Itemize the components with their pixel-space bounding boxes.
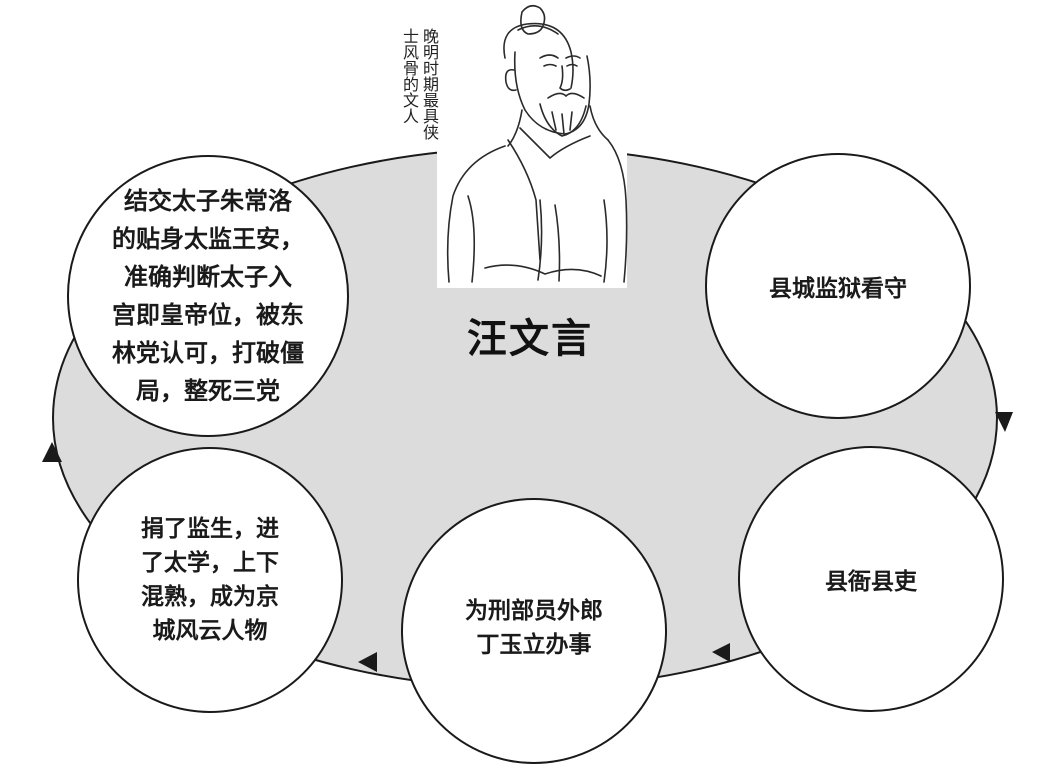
stage-4-line-4: 城风云人物 <box>152 617 268 644</box>
stage-text-3: 为刑部员外郎 丁玉立办事 <box>404 498 664 758</box>
stage-4-line-1: 捐了监生，进 <box>141 515 279 542</box>
stage-1-line-1: 县城监狱看守 <box>769 275 907 302</box>
stage-text-5: 结交太子朱常洛 的贴身太监王安， 准确判断太子入 宫即皇帝位，被东 林党认可，打… <box>68 166 348 426</box>
stage-5-line-3: 准确判断太子入 <box>124 262 292 291</box>
stage-circle-2 <box>738 446 1004 712</box>
stage-text-4: 捐了监生，进 了太学，上下 混熟，成为京 城风云人物 <box>80 450 340 710</box>
stage-3-line-2: 丁玉立办事 <box>476 631 592 658</box>
stage-circle-1 <box>705 153 971 419</box>
stage-5-line-1: 结交太子朱常洛 <box>124 186 292 215</box>
stage-4-line-3: 混熟，成为京 <box>141 583 279 610</box>
stage-circle-3 <box>401 498 667 764</box>
stage-3-line-1: 为刑部员外郎 <box>465 597 603 624</box>
stage-text-2: 县衙县吏 <box>741 449 1001 709</box>
stage-text-1: 县城监狱看守 <box>708 156 968 416</box>
stage-5-line-2: 的贴身太监王安， <box>112 224 304 253</box>
arrow-left-up <box>42 442 62 462</box>
arrow-right-down <box>995 412 1013 432</box>
portrait-caption: 晚明时期最具侠 士风骨的文人 <box>400 28 439 168</box>
stage-4-line-2: 了太学，上下 <box>141 549 279 576</box>
stage-5-line-6: 局，整死三党 <box>136 376 280 405</box>
stage-2-line-1: 县衙县吏 <box>825 568 917 595</box>
stage-circle-4 <box>77 447 343 713</box>
caption-line-2: 士风骨的文人 <box>400 28 419 124</box>
diagram-title: 汪文言 <box>467 315 593 362</box>
stage-5-line-5: 林党认可，打破僵 <box>112 338 304 367</box>
stage-circle-5 <box>67 155 349 437</box>
arrow-bottom-left-2 <box>358 652 377 672</box>
stage-5-line-4: 宫即皇帝位，被东 <box>112 300 304 329</box>
arrow-bottom-left-1 <box>712 643 730 662</box>
caption-line-1: 晚明时期最具侠 <box>420 28 439 140</box>
scholar-portrait <box>437 0 628 288</box>
